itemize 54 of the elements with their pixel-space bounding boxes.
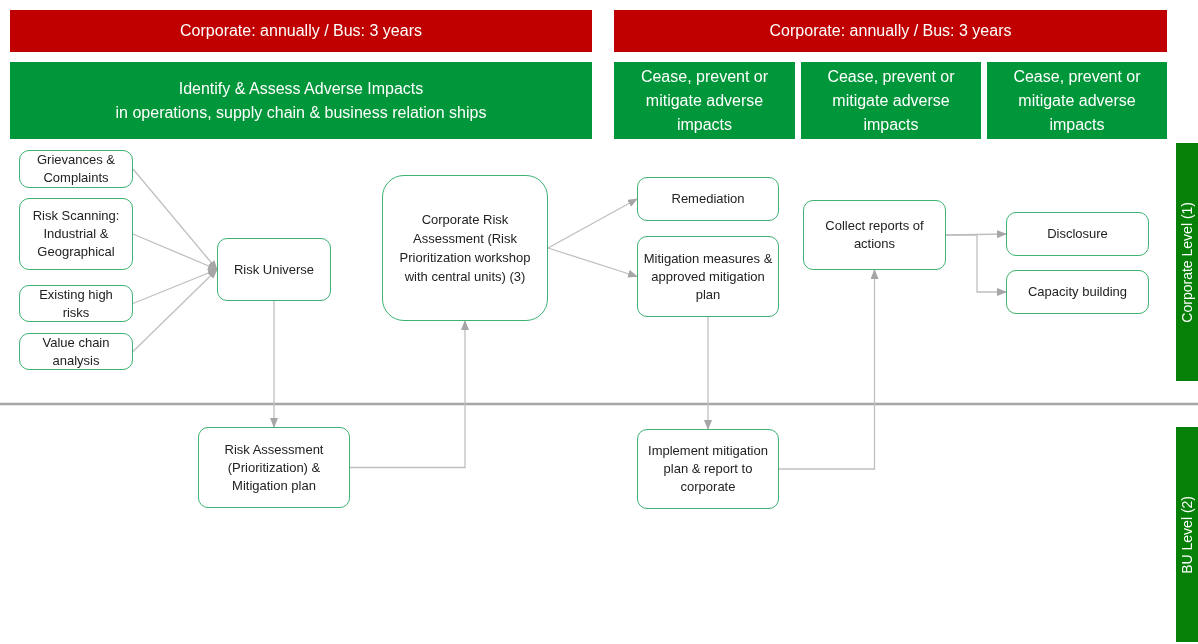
process-box <box>803 200 946 270</box>
header-bar <box>614 10 1167 52</box>
process-box <box>198 427 350 508</box>
arrow <box>270 300 278 428</box>
stage-header <box>801 62 981 139</box>
node-text: Cease, prevent or mitigate adverse impacts <box>1012 66 1142 135</box>
stage-header <box>10 62 592 139</box>
stage-header <box>987 62 1167 139</box>
node-text: Identify & Assess Adverse Impacts <box>178 78 424 99</box>
arrow <box>547 198 638 249</box>
arrow <box>132 233 218 271</box>
arrow <box>547 247 638 278</box>
node-text: in operations, supply chain & business relation ships <box>115 102 487 123</box>
process-box <box>1006 212 1149 256</box>
node-text: Risk Assessment (Prioritization) & Mitigation plan <box>223 440 325 495</box>
arrow <box>945 234 1007 296</box>
node-text: Mitigation measures & approved mitigation plan <box>642 249 774 304</box>
node-text: Corporate: annually / Bus: 3 years <box>180 21 422 41</box>
process-box <box>19 285 133 322</box>
process-box <box>19 150 133 188</box>
arrow <box>778 269 879 470</box>
arrow <box>704 316 712 430</box>
arrow <box>349 320 469 469</box>
node-text: Corporate: annually / Bus: 3 years <box>769 21 1012 41</box>
node-text: Risk Universe <box>233 260 315 279</box>
node-text: Implement mitigation plan & report to corporate <box>647 442 769 496</box>
node-text: Risk Scanning: Industrial & Geographical <box>31 207 121 261</box>
arrow <box>132 268 218 353</box>
process-box <box>637 429 779 509</box>
process-box <box>19 333 133 370</box>
node-text: Collect reports of actions <box>824 217 925 253</box>
stage-header <box>614 62 795 139</box>
arrow <box>132 268 218 305</box>
header-bar <box>10 10 592 52</box>
node-text: Grievances & Complaints <box>35 151 116 187</box>
process-box <box>217 238 331 301</box>
arrow <box>132 168 218 271</box>
node-text: Disclosure <box>1047 225 1108 243</box>
node-text: Cease, prevent or mitigate adverse impacts <box>639 66 770 135</box>
node-text: Existing high risks <box>38 285 114 322</box>
node-text: Corporate Risk Assessment (Risk Prioritization workshop with central units) (3) <box>398 211 532 286</box>
process-box <box>637 236 779 317</box>
process-box <box>382 175 548 321</box>
node-text: Corporate Level (1) <box>1178 201 1196 323</box>
process-box <box>19 198 133 270</box>
process-box <box>637 177 779 221</box>
node-text: Remediation <box>671 190 745 208</box>
level-band <box>1176 427 1198 642</box>
node-text: Cease, prevent or mitigate adverse impacts <box>826 66 956 135</box>
node-text: Value chain analysis <box>41 333 111 370</box>
level-band <box>1176 143 1198 381</box>
process-box <box>1006 270 1149 314</box>
node-text: BU Level (2) <box>1178 495 1196 574</box>
node-text: Capacity building <box>1028 283 1127 301</box>
